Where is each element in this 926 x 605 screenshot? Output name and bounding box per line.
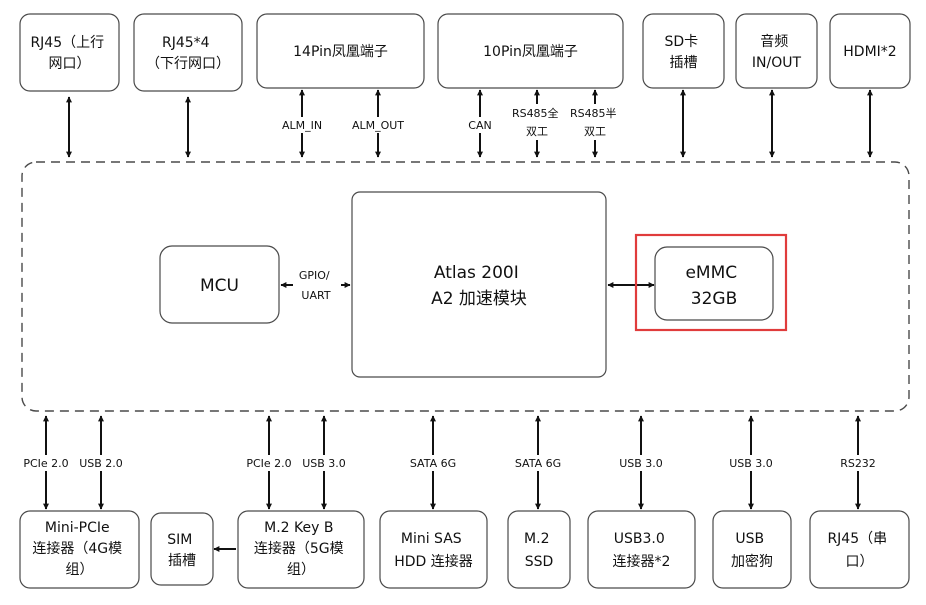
link-label-rs232: RS232 xyxy=(836,455,880,471)
link-label-alm-in: ALM_IN xyxy=(276,117,328,133)
svg-text:SATA 6G: SATA 6G xyxy=(410,457,456,470)
bottom-box-m2-ssd: M.2 SSD xyxy=(507,510,571,589)
bottom-box-m2-keyb: M.2 Key B 连接器（5G模 组） xyxy=(237,510,365,589)
svg-text:Mini SAS HDD 连接器: Mini SAS HDD 连接器 xyxy=(394,531,473,570)
link-label-rs485-half: RS485半 双工 xyxy=(567,104,623,140)
board-boundary xyxy=(21,161,910,412)
svg-text:M.2 Key B 连接器（5G模: M.2 Key B 连接器（5G模 组） xyxy=(254,520,348,578)
bottom-box-usb30-connector: USB3.0 连接器*2 xyxy=(587,510,696,589)
svg-text:RS485半 双工: RS485半 双工 xyxy=(570,106,620,138)
svg-text:Mini-PCIe 连接器（4G模: Mini-PCIe 连接器（4G模 组） xyxy=(32,520,126,578)
bottom-box-rj45-serial: RJ45（串 口） xyxy=(809,510,910,589)
svg-text:RS232: RS232 xyxy=(840,457,876,470)
bottom-box-usb-dongle: USB 加密狗 xyxy=(712,510,792,589)
svg-text:USB 3.0: USB 3.0 xyxy=(619,457,663,470)
box-label: RJ45*4 （下行网口） xyxy=(146,35,230,72)
link-label-rs485-full: RS485全 双工 xyxy=(508,104,566,140)
svg-text:M.2 SSD: M.2 SSD xyxy=(524,531,554,570)
link-label-usb30-b: USB 3.0 xyxy=(615,455,667,471)
box-label: RJ45（上行 网口） xyxy=(30,35,108,72)
svg-text:eMMC 32GB: eMMC 32GB xyxy=(685,263,742,309)
bottom-box-sim: SIM 插槽 xyxy=(150,512,214,586)
top-box-14pin: 14Pin凤凰端子 xyxy=(256,13,425,89)
svg-text:PCIe 2.0: PCIe 2.0 xyxy=(246,457,291,470)
link-label-alm-out: ALM_OUT xyxy=(346,117,410,133)
link-label-gpio-uart: GPIO/ UART xyxy=(293,266,341,304)
svg-text:PCIe 2.0: PCIe 2.0 xyxy=(23,457,68,470)
svg-text:USB3.0 连接器*2: USB3.0 连接器*2 xyxy=(613,531,671,570)
svg-text:USB 2.0: USB 2.0 xyxy=(79,457,123,470)
inner-box-emmc: eMMC 32GB xyxy=(654,246,774,321)
svg-text:USB 加密狗: USB 加密狗 xyxy=(731,531,773,570)
emmc-highlight-frame xyxy=(634,233,788,332)
box-label: HDMI*2 xyxy=(843,44,896,60)
link-label-pcie-b: PCIe 2.0 xyxy=(241,455,297,471)
link-label-sata-b: SATA 6G xyxy=(509,455,567,471)
link-label-usb30-c: USB 3.0 xyxy=(725,455,777,471)
svg-text:RS485全 双工: RS485全 双工 xyxy=(512,106,562,138)
svg-text:SIM 插槽: SIM 插槽 xyxy=(167,532,197,569)
svg-text:USB 3.0: USB 3.0 xyxy=(729,457,773,470)
svg-text:ALM_OUT: ALM_OUT xyxy=(352,119,404,132)
bottom-box-mini-sas: Mini SAS HDD 连接器 xyxy=(379,510,488,589)
svg-text:RJ45（串 口）: RJ45（串 口） xyxy=(827,531,891,570)
top-box-sd: SD卡 插槽 xyxy=(642,13,725,89)
link-label-usb20: USB 2.0 xyxy=(75,455,127,471)
svg-text:SATA 6G: SATA 6G xyxy=(515,457,561,470)
box-label: 10Pin凤凰端子 xyxy=(483,44,578,60)
top-box-10pin: 10Pin凤凰端子 xyxy=(437,13,624,89)
top-box-rj45-up: RJ45（上行 网口） xyxy=(19,13,120,92)
box-label: SD卡 插槽 xyxy=(664,34,702,71)
bottom-box-mini-pcie: Mini-PCIe 连接器（4G模 组） xyxy=(19,510,140,589)
top-box-audio: 音频 IN/OUT xyxy=(735,13,818,89)
svg-text:USB 3.0: USB 3.0 xyxy=(302,457,346,470)
link-label-usb30-a: USB 3.0 xyxy=(298,455,350,471)
svg-text:MCU: MCU xyxy=(200,276,239,296)
link-label-pcie-a: PCIe 2.0 xyxy=(18,455,74,471)
top-box-rj45x4: RJ45*4 （下行网口） xyxy=(133,13,243,92)
box-label: 音频 IN/OUT xyxy=(752,33,802,71)
top-box-hdmi: HDMI*2 xyxy=(829,13,911,89)
svg-text:GPIO/ UART: GPIO/ UART xyxy=(299,269,333,302)
link-label-can: CAN xyxy=(463,117,497,133)
inner-box-mcu: MCU xyxy=(159,245,280,324)
svg-text:Atlas 200I A2 加速模块: Atlas 200I A2 加速模块 xyxy=(431,263,527,309)
inner-box-atlas: Atlas 200I A2 加速模块 xyxy=(351,191,607,378)
svg-text:CAN: CAN xyxy=(468,119,491,132)
link-label-sata-a: SATA 6G xyxy=(404,455,462,471)
box-label: 14Pin凤凰端子 xyxy=(293,44,388,60)
svg-text:ALM_IN: ALM_IN xyxy=(282,119,322,132)
